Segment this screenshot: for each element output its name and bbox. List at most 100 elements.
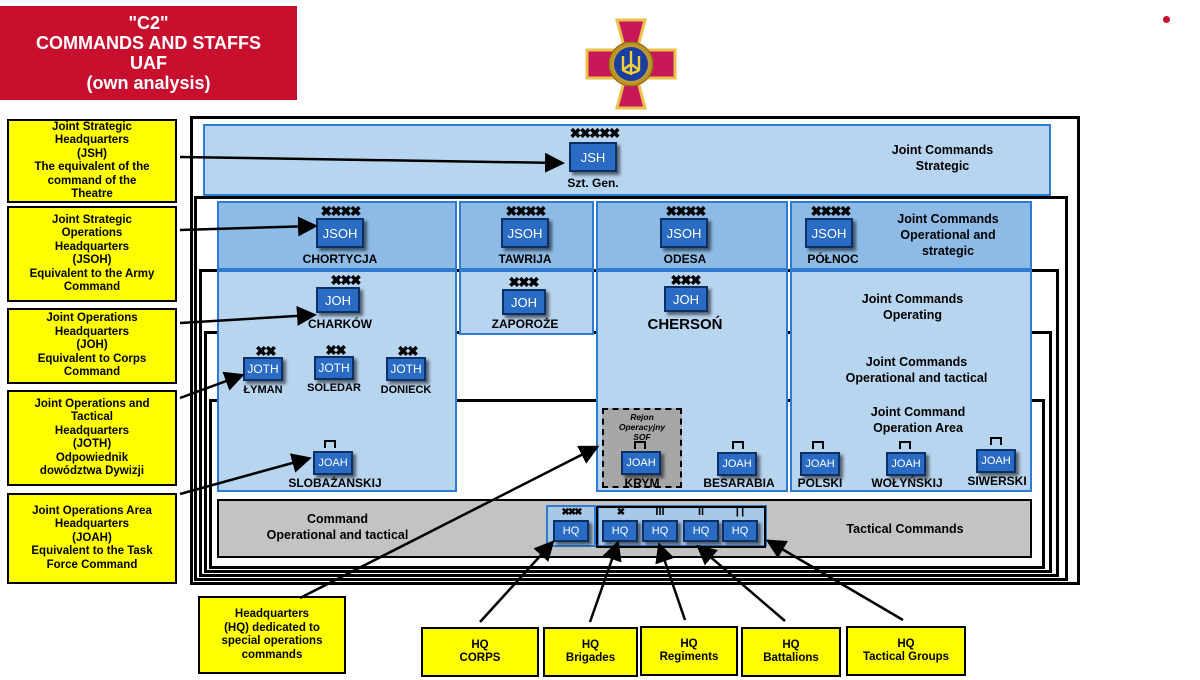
category-command-op-tactical: Command Operational and tactical bbox=[240, 511, 435, 543]
unit-joth: JOTH bbox=[386, 357, 426, 381]
unit-jsoh: JSOH bbox=[501, 218, 549, 248]
legend-jsh: Joint Strategic Headquarters (JSH) The e… bbox=[7, 119, 177, 203]
category-operating: Joint Commands Operating bbox=[820, 291, 1005, 323]
category-tactical: Tactical Commands bbox=[846, 522, 964, 536]
legend-line: Operations bbox=[61, 227, 123, 239]
frame-strategic bbox=[190, 116, 1080, 585]
legend-line: Joint Operations bbox=[46, 312, 138, 325]
sof-region-label: Rejon Operacyjny SOF bbox=[604, 412, 680, 442]
category-line: Joint Command bbox=[870, 405, 966, 419]
unit-joh: JOH bbox=[664, 286, 708, 312]
sof-line: Rejon bbox=[630, 412, 654, 422]
unit-joah: JOAH bbox=[800, 452, 840, 476]
category-op-tactical: Joint Commands Operational and tactical bbox=[814, 354, 1019, 386]
rank-marker: II bbox=[697, 506, 705, 518]
unit-name: DONIECK bbox=[380, 384, 432, 396]
category-line: Command bbox=[306, 512, 369, 526]
rank-marker: ✖✖ bbox=[397, 343, 418, 359]
rank-marker: ✖✖ bbox=[255, 343, 276, 359]
unit-joh: JOH bbox=[316, 287, 360, 313]
unit-name: SIWERSKI bbox=[967, 474, 1027, 488]
legend-line: Tactical bbox=[71, 411, 113, 423]
category-line: Operational and bbox=[900, 228, 996, 242]
rank-marker: ✖✖✖ bbox=[670, 272, 701, 288]
unit-name: KRYM bbox=[624, 476, 660, 490]
legend-line: (JSH) bbox=[76, 147, 107, 160]
unit-jsh: JSH bbox=[569, 142, 617, 172]
rank-marker: ✖✖ bbox=[325, 342, 346, 358]
legend-line: Equivalent to the Task bbox=[31, 545, 153, 558]
rank-marker: ∏ bbox=[735, 505, 745, 517]
title-line: "C2" bbox=[128, 13, 169, 33]
category-line: strategic bbox=[921, 244, 975, 258]
legend-line: Odpowiednik bbox=[55, 451, 129, 464]
unit-jsoh: JSOH bbox=[316, 218, 364, 248]
legend-hq-regiments: HQ Regiments bbox=[640, 626, 738, 676]
legend-line: command of the bbox=[47, 174, 137, 187]
legend-line: Joint Strategic bbox=[52, 120, 132, 133]
legend-line: (JOH) bbox=[76, 339, 108, 352]
legend-sof-hq: Headquarters (HQ) dedicated to special o… bbox=[198, 596, 346, 674]
category-operation-area: Joint Command Operation Area bbox=[838, 404, 998, 436]
category-line: Operational and tactical bbox=[845, 371, 988, 385]
region-chortycja bbox=[217, 201, 457, 270]
category-strategic: Joint Commands Strategic bbox=[860, 142, 1025, 174]
legend-line: special operations bbox=[221, 635, 323, 647]
unit-joah: JOAH bbox=[976, 449, 1016, 473]
legend-joh: Joint Operations Headquarters (JOH) Equi… bbox=[7, 308, 177, 384]
unit-name: CHARKÓW bbox=[308, 317, 372, 331]
sof-line: SOF bbox=[633, 432, 651, 442]
legend-line: Command bbox=[63, 366, 121, 379]
unit-jsoh: JSOH bbox=[660, 218, 708, 248]
unit-name: PÓŁNOC bbox=[807, 252, 859, 266]
title-banner: "C2" COMMANDS AND STAFFS UAF (own analys… bbox=[0, 6, 297, 100]
legend-line: Equivalent to the Army bbox=[29, 267, 155, 280]
legend-line: Joint Operations Area bbox=[32, 504, 152, 517]
legend-line: Tactical Groups bbox=[862, 651, 950, 663]
legend-hq-corps: HQ CORPS bbox=[421, 627, 539, 677]
legend-line: Equivalent to Corps bbox=[37, 352, 147, 365]
sof-line: Operacyjny bbox=[618, 422, 666, 432]
legend-hq-battalions: HQ Battalions bbox=[741, 627, 841, 677]
legend-line: dowództwa Dywizji bbox=[39, 465, 145, 477]
legend-line: Joint Strategic bbox=[52, 213, 132, 226]
rank-marker: ✖ bbox=[616, 507, 625, 518]
rank-marker: ✖✖✖✖ bbox=[505, 203, 547, 219]
rank-marker: ✖✖✖✖✖ bbox=[569, 125, 621, 141]
legend-line: HQ bbox=[897, 637, 915, 650]
category-line: Operational and tactical bbox=[266, 528, 409, 542]
legend-line: HQ bbox=[581, 638, 600, 651]
unit-hq: HQ bbox=[602, 520, 638, 542]
unit-hq: HQ bbox=[722, 520, 758, 542]
legend-line: Headquarters bbox=[234, 608, 310, 620]
legend-joth: Joint Operations and Tactical Headquarte… bbox=[7, 390, 177, 486]
bracket-marker bbox=[732, 441, 744, 449]
unit-joah: JOAH bbox=[621, 451, 661, 475]
legend-line: commands bbox=[241, 648, 303, 661]
title-line: COMMANDS AND STAFFS bbox=[36, 33, 261, 53]
unit-name: CHORTYCJA bbox=[302, 252, 378, 266]
unit-name: WOŁYŃSKIJ bbox=[871, 476, 943, 490]
legend-line: Headquarters bbox=[54, 240, 130, 253]
category-line: Joint Commands bbox=[865, 355, 968, 369]
legend-line: Regiments bbox=[659, 651, 719, 663]
unit-joth: JOTH bbox=[314, 356, 354, 380]
legend-line: Force Command bbox=[46, 558, 138, 571]
unit-joah: JOAH bbox=[717, 452, 757, 476]
legend-line: (JSOH) bbox=[72, 254, 112, 266]
category-line: Operation Area bbox=[873, 421, 963, 435]
legend-line: Headquarters bbox=[54, 134, 130, 146]
rank-marker: ✖✖✖✖ bbox=[320, 203, 362, 219]
legend-line: Headquarters bbox=[54, 518, 130, 531]
unit-hq: HQ bbox=[553, 520, 589, 542]
rank-marker: ✖✖✖ bbox=[508, 274, 539, 290]
unit-hq: HQ bbox=[683, 520, 719, 542]
category-line: Joint Commands bbox=[891, 143, 994, 157]
unit-name: ZAPOROŻE bbox=[491, 317, 559, 331]
bracket-marker bbox=[812, 441, 824, 449]
unit-name: TAWRIJA bbox=[498, 252, 552, 266]
bracket-marker bbox=[899, 441, 911, 449]
category-line: Joint Commands bbox=[861, 292, 964, 306]
legend-hq-tactical-groups: HQ Tactical Groups bbox=[846, 626, 966, 676]
legend-line: Command bbox=[63, 281, 121, 293]
